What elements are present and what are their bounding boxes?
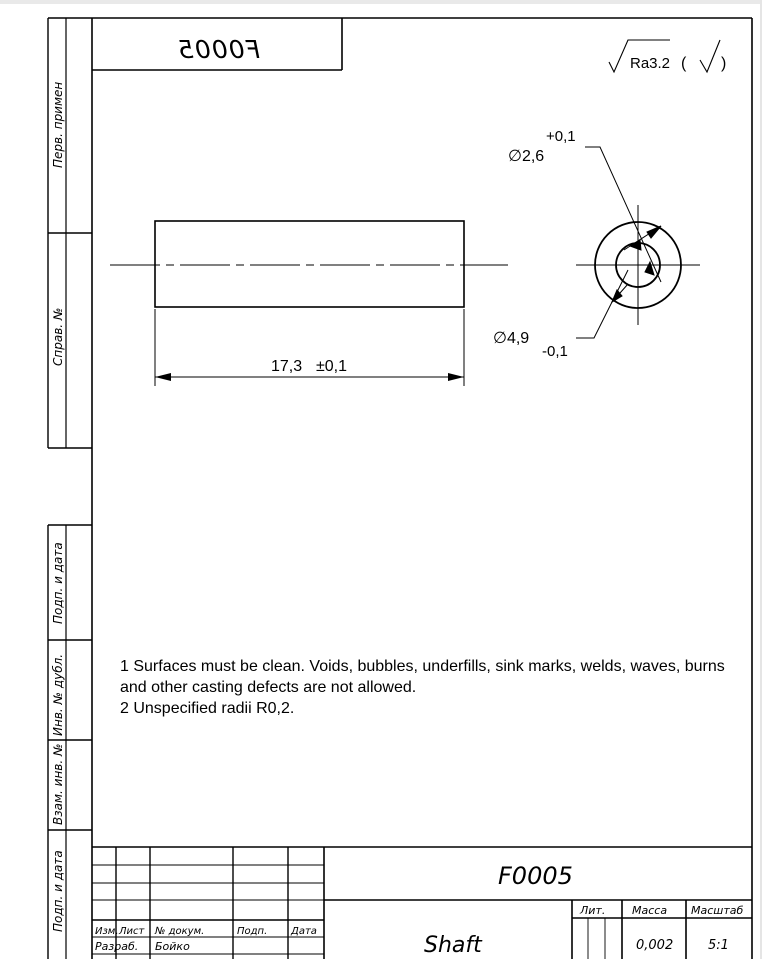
shaft-side-view (110, 220, 508, 386)
row-razrab-name: Бойко (155, 940, 190, 953)
header-lit: Лит. (579, 904, 605, 917)
roughness-paren-close: ) (721, 55, 726, 72)
header-izm: Изм. (95, 926, 119, 937)
roughness-paren-open: ( (681, 55, 687, 72)
side-label-vzam-inv: Взам. инв. № (51, 744, 65, 825)
header-massa: Масса (632, 904, 667, 917)
roughness-symbol (608, 39, 721, 74)
note-2: 2 Unspecified radii R0,2. (120, 700, 295, 717)
mirrored-stamp-box (92, 18, 343, 71)
roughness-value: Ra3.2 (630, 55, 670, 72)
top-edge-shadow (0, 0, 762, 4)
header-list: Лист (118, 926, 146, 937)
header-masshtab: Масштаб (691, 904, 743, 917)
header-podp: Подп. (237, 926, 267, 937)
technical-requirements: 1 Surfaces must be clean. Voids, bubbles… (120, 656, 745, 719)
inner-diameter-value: ∅2,6 (508, 148, 544, 165)
inner-diameter-tolerance: +0,1 (546, 128, 576, 145)
outer-diameter-tolerance: -0,1 (542, 343, 568, 360)
side-label-podp-data-2: Подп. и дата (51, 850, 65, 932)
title-designation: F0005 (498, 862, 573, 890)
shaft-end-view (576, 146, 700, 339)
outer-diameter-value: ∅4,9 (493, 330, 529, 347)
note-1: 1 Surfaces must be clean. Voids, bubbles… (120, 658, 725, 696)
mass-value: 0,002 (636, 938, 673, 953)
side-label-inv-dubl: Инв. № дубл. (51, 654, 65, 736)
side-label-podp-data-1: Подп. и дата (51, 542, 65, 624)
row-razrab-label: Разраб. (95, 940, 138, 953)
length-dimension-value: 17,3 (271, 358, 302, 375)
side-label-sprav-no: Справ. № (51, 308, 65, 366)
header-doc-no: № докум. (154, 926, 204, 937)
right-edge-shadow (760, 0, 762, 959)
sheet-frame (47, 17, 753, 959)
title-block-lines (92, 846, 752, 959)
length-dimension-tolerance: ±0,1 (316, 358, 347, 375)
title-part-name: Shaft (424, 933, 483, 958)
scale-value: 5:1 (708, 938, 729, 953)
side-label-perv-primen: Перв. примен (51, 82, 65, 168)
header-data: Дата (290, 926, 317, 937)
mirrored-stamp-code: F0005 (177, 35, 260, 64)
